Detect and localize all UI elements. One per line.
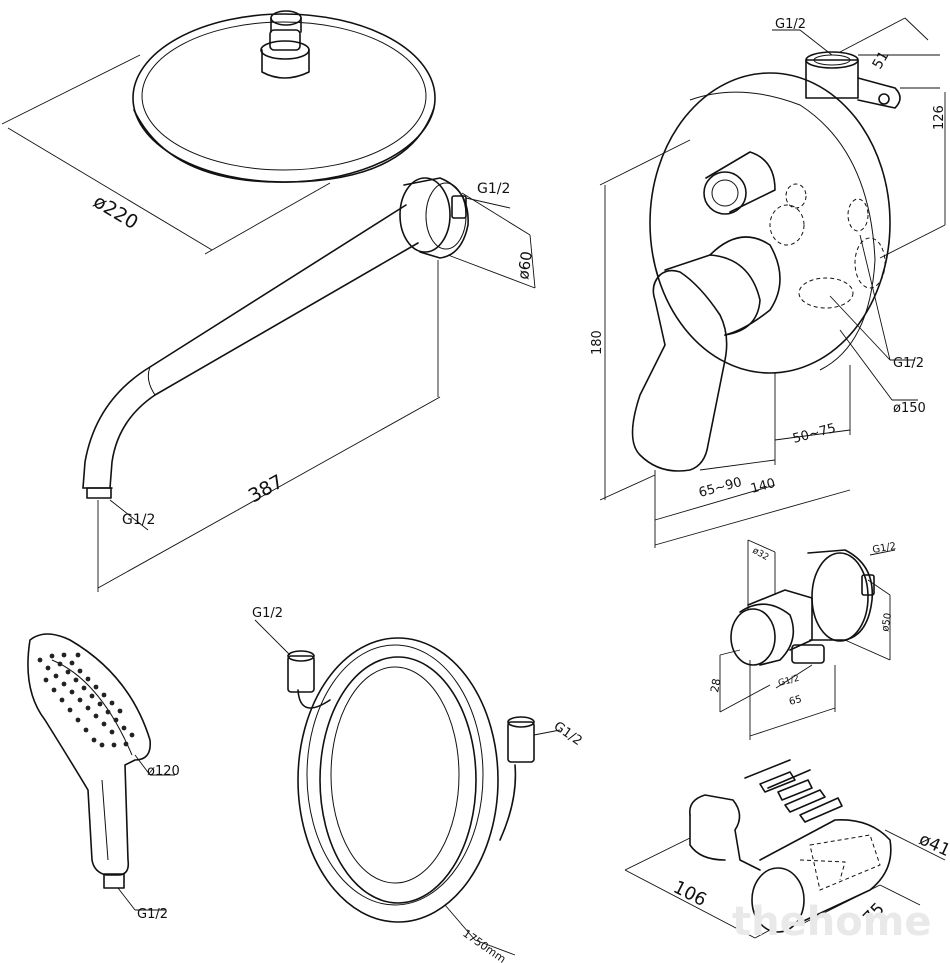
- outlet-dimensions: ø32 G1/2 ø50 28 G1/2 65: [708, 539, 897, 740]
- outlet-height-label: 28: [708, 677, 723, 693]
- hose-icon: [287, 637, 535, 923]
- mixer-thread-side-label: G1/2: [893, 356, 924, 371]
- mixer-top-thread-label: G1/2: [775, 17, 806, 32]
- rain-shower-head-icon: [132, 10, 436, 183]
- holder-length-label: 106: [670, 877, 710, 911]
- outlet-width-label: 65: [788, 694, 803, 708]
- hose-thread-right-label: G1/2: [551, 719, 585, 749]
- screw-icon: [744, 759, 843, 823]
- hand-dimensions: ø120 G1/2: [117, 754, 180, 922]
- mixer-range-65-90-label: 65~90: [697, 475, 743, 501]
- hand-diameter-label: ø120: [147, 764, 180, 779]
- hand-thread-label: G1/2: [137, 907, 168, 922]
- mixer-width-label: 140: [749, 476, 777, 497]
- holder-bracket-icon: [688, 794, 892, 933]
- arm-thread-bottom-label: G1/2: [122, 512, 155, 528]
- arm-dimensions: G1/2 ø60 387 G1/2: [97, 181, 536, 592]
- rain-diameter-label: ø220: [89, 190, 141, 234]
- hose-dimensions: G1/2 G1/2 1750mm: [252, 606, 585, 963]
- arm-length-label: 387: [245, 471, 287, 508]
- mixer-dimensions: G1/2 51 126 180 G1/2 ø150 50~75 65~90 14…: [590, 17, 947, 548]
- mixer-height-left-label: 180: [590, 330, 605, 355]
- nozzle-pattern: [37, 652, 135, 748]
- outlet-thread-top-label: G1/2: [872, 541, 897, 556]
- rain-diameter-dimension: ø220: [1, 54, 331, 255]
- mixer-range-50-75-label: 50~75: [791, 421, 837, 447]
- arm-thread-top-label: G1/2: [477, 181, 510, 197]
- hand-shower-icon: [27, 633, 152, 889]
- hose-thread-top-label: G1/2: [252, 606, 283, 621]
- mixer-depth-label: 51: [870, 49, 893, 72]
- outlet-diameter-50-label: ø50: [880, 612, 894, 632]
- mixer-height-right-label: 126: [932, 105, 947, 130]
- watermark-text: thehome: [732, 899, 932, 945]
- mixer-valve-icon: [631, 51, 901, 472]
- outlet-thread-bottom-label: G1/2: [777, 674, 800, 689]
- mixer-plate-diameter-label: ø150: [893, 401, 926, 416]
- holder-diameter-label: ø41: [916, 829, 950, 861]
- wall-outlet-icon: [730, 549, 875, 666]
- hose-length-label: 1750mm: [460, 927, 508, 963]
- arm-flange-diameter-label: ø60: [514, 250, 536, 280]
- shower-arm-icon: [82, 177, 469, 499]
